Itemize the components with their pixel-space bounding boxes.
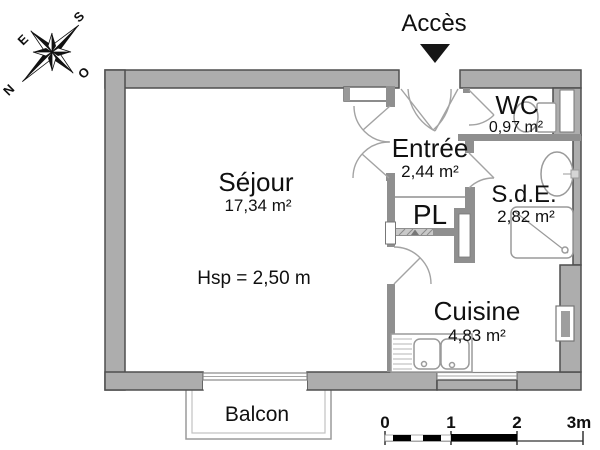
access-arrow-icon bbox=[420, 44, 450, 63]
room-labels: Séjour 17,34 m² Hsp = 2,50 m Entrée 2,44… bbox=[197, 90, 556, 426]
wc-door-arc bbox=[468, 114, 495, 126]
balcon-name: Balcon bbox=[225, 403, 289, 426]
scale-bar: 0 1 2 3m bbox=[380, 413, 591, 445]
wc-door-stub bbox=[463, 88, 470, 93]
scale-label-3m: 3m bbox=[567, 413, 592, 432]
cuisine-door-leaf bbox=[393, 257, 421, 285]
sink-basin-1 bbox=[413, 338, 441, 370]
hatch-line bbox=[406, 228, 414, 236]
scale-label-1: 1 bbox=[446, 413, 455, 432]
niche-cap bbox=[344, 87, 350, 101]
entree-sde-stub bbox=[465, 141, 474, 153]
sink-drain-1 bbox=[420, 360, 428, 368]
pl-name: PL bbox=[413, 199, 447, 230]
sink-basin-2 bbox=[440, 338, 470, 370]
ceiling-height-note: Hsp = 2,50 m bbox=[197, 268, 311, 289]
basin-tap bbox=[570, 169, 580, 179]
wall-bottom-2 bbox=[306, 371, 438, 391]
sejour-door-leaf-top bbox=[362, 105, 391, 131]
sde-name: S.d.E. bbox=[491, 181, 556, 208]
cuisine-name: Cuisine bbox=[434, 296, 521, 326]
pl-hatch-door bbox=[396, 228, 434, 236]
entree-name: Entrée bbox=[392, 133, 469, 163]
wc-door-leaf bbox=[468, 89, 495, 116]
wc-name: WC bbox=[495, 90, 538, 120]
shower-diagonal bbox=[513, 210, 569, 254]
recess-block bbox=[561, 311, 570, 337]
sejour-name: Séjour bbox=[218, 167, 293, 197]
wall-under-wc bbox=[458, 134, 581, 141]
washbasin bbox=[540, 151, 580, 197]
sejour-area: 17,34 m² bbox=[224, 196, 291, 215]
wc-area: 0,97 m² bbox=[489, 119, 544, 136]
access-marker: Accès bbox=[401, 10, 467, 63]
sde-door-arc bbox=[468, 177, 495, 189]
duct-inner bbox=[458, 213, 471, 258]
niche-box bbox=[343, 86, 394, 102]
toilet bbox=[513, 101, 557, 133]
sde-area: 2,82 m² bbox=[497, 207, 555, 226]
cuisine-wall-recess bbox=[555, 305, 575, 342]
cuisine-window bbox=[436, 371, 518, 381]
sejour-door-arc-bottom bbox=[352, 141, 390, 179]
sejour-door-leaf-bottom bbox=[361, 153, 390, 179]
wall-right-sde bbox=[572, 134, 582, 266]
hatch-line bbox=[398, 228, 406, 236]
kitchen-sink bbox=[390, 333, 473, 373]
scale-labels: 0 1 2 3m bbox=[380, 413, 591, 432]
front-door-arc bbox=[432, 88, 452, 131]
hatch-arrow bbox=[411, 229, 419, 235]
access-label: Accès bbox=[401, 10, 466, 37]
wall-a-slot bbox=[385, 221, 396, 245]
scale-dash-1 bbox=[393, 435, 411, 441]
scale-dash-2 bbox=[423, 435, 441, 441]
wall-top-right bbox=[459, 69, 582, 89]
wall-left bbox=[104, 69, 126, 391]
sejour-niche bbox=[343, 86, 394, 102]
door-hinge-top bbox=[386, 86, 395, 107]
balcony-window bbox=[202, 372, 308, 390]
wall-top-left bbox=[104, 69, 400, 89]
compass-star bbox=[22, 24, 80, 83]
scale-label-2: 2 bbox=[512, 413, 521, 432]
hatch-line bbox=[420, 228, 428, 236]
wall-bottom-3 bbox=[516, 371, 582, 391]
sink-drain-2 bbox=[448, 361, 456, 369]
front-door-leaf bbox=[400, 88, 434, 131]
shower bbox=[510, 206, 574, 259]
exterior-walls bbox=[104, 69, 582, 391]
sejour-door-arc-top bbox=[353, 105, 391, 143]
toilet-bowl bbox=[513, 101, 539, 133]
shower-drain bbox=[561, 246, 569, 254]
scale-seg-solid bbox=[451, 434, 517, 442]
hatch-line bbox=[426, 228, 434, 236]
scale-label-0: 0 bbox=[380, 413, 389, 432]
wall-bottom-under-window bbox=[436, 379, 518, 391]
fixtures bbox=[390, 101, 580, 373]
wall-bottom-1 bbox=[104, 371, 204, 391]
cuisine-area: 4,83 m² bbox=[448, 326, 506, 345]
front-door-arc2 bbox=[407, 88, 436, 132]
entree-area: 2,44 m² bbox=[401, 162, 459, 181]
wall-a-upper bbox=[387, 180, 395, 222]
sde-door-leaf bbox=[468, 152, 495, 179]
wall-a-lower bbox=[387, 284, 395, 372]
wc-duct-recess bbox=[559, 89, 575, 133]
wall-a-small bbox=[387, 244, 395, 247]
cuisine-door-arc bbox=[393, 246, 432, 285]
doors bbox=[352, 88, 495, 285]
door-hinge-mid bbox=[386, 173, 395, 181]
